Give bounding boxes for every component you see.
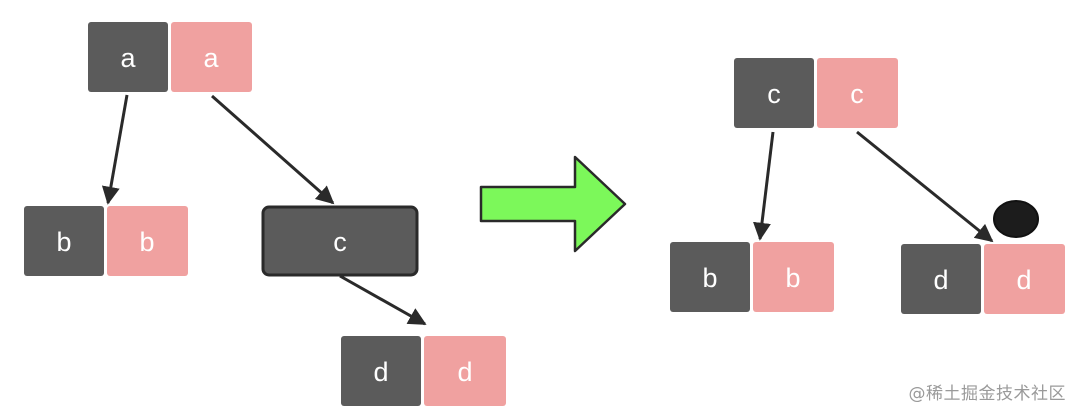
- node-b-key-cell: [24, 206, 104, 276]
- node-b: b b: [24, 206, 188, 276]
- node-c-removed: c: [261, 205, 419, 277]
- node-c-after-value-cell: [817, 58, 898, 128]
- edge-c-to-d-after: [856, 130, 994, 243]
- node-c-key-label: c: [333, 227, 347, 257]
- node-d-after-key-label: d: [933, 265, 948, 295]
- node-d-after-key-cell: [901, 244, 981, 314]
- node-a-value-label: a: [203, 43, 219, 73]
- node-b-after-value-cell: [753, 242, 834, 312]
- node-b-after: b b: [670, 242, 834, 312]
- node-a-value-cell: [171, 22, 252, 92]
- transition-arrow: [479, 155, 627, 253]
- node-b-after-key-label: b: [702, 263, 717, 293]
- edge-c-to-b-after: [753, 131, 775, 241]
- node-d: d d: [341, 336, 506, 406]
- node-d-after: d d: [901, 244, 1065, 314]
- after-tree: c c b b d d: [670, 58, 1065, 314]
- node-b-value-label: b: [139, 227, 154, 257]
- node-c: c c: [734, 58, 898, 128]
- before-tree: a a b b c d d: [24, 22, 506, 406]
- node-a-key-label: a: [120, 43, 136, 73]
- node-b-key-label: b: [56, 227, 71, 257]
- marker-dot: [993, 200, 1039, 238]
- node-a: a a: [88, 22, 252, 92]
- node-c-after-value-label: c: [850, 79, 864, 109]
- node-d-value-label: d: [457, 357, 472, 387]
- watermark-text: @稀土掘金技术社区: [908, 384, 1066, 404]
- node-c-after-key-cell: [734, 58, 814, 128]
- node-d-after-value-cell: [984, 244, 1065, 314]
- node-d-key-cell: [341, 336, 421, 406]
- node-b-after-key-cell: [670, 242, 750, 312]
- node-d-after-value-label: d: [1016, 265, 1031, 295]
- node-c-after-key-label: c: [767, 79, 781, 109]
- node-b-after-value-label: b: [785, 263, 800, 293]
- node-c-key-cell: [261, 205, 419, 277]
- node-d-value-cell: [424, 336, 506, 406]
- node-a-key-cell: [88, 22, 168, 92]
- edge-a-to-b: [101, 94, 129, 205]
- node-d-key-label: d: [373, 357, 388, 387]
- edge-c-to-d: [339, 274, 427, 326]
- node-b-value-cell: [107, 206, 188, 276]
- edge-a-to-c: [211, 94, 335, 205]
